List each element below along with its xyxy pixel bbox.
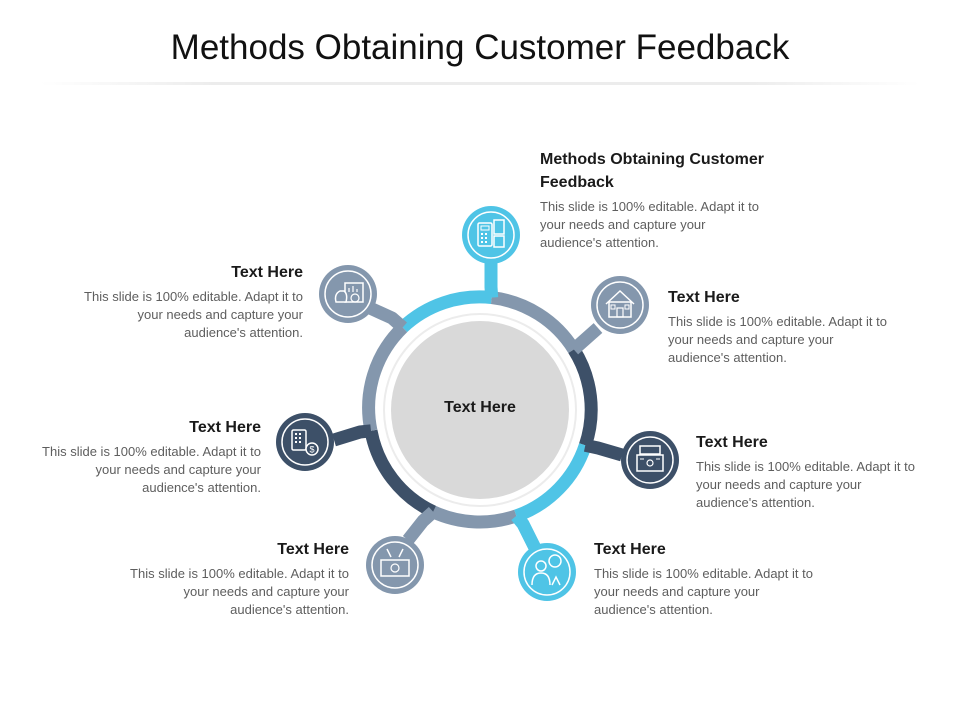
- calculator-documents-icon: [462, 206, 520, 264]
- text-block-2: Text Here This slide is 100% editable. A…: [668, 286, 893, 367]
- text-block-heading: Text Here: [668, 289, 740, 306]
- text-block-4: Text Here This slide is 100% editable. A…: [594, 538, 819, 619]
- svg-text:$: $: [309, 445, 314, 455]
- connector-7: [367, 302, 407, 333]
- text-block-6: Text Here This slide is 100% editable. A…: [36, 416, 261, 497]
- text-block-heading: Methods Obtaining Customer Feedback: [540, 151, 764, 191]
- text-block-heading: Text Here: [594, 541, 666, 558]
- text-block-body: This slide is 100% editable. Adapt it to…: [540, 199, 759, 250]
- ring-arc-light-blue-top: [398, 290, 493, 333]
- ring-arc-slate-bottom: [430, 505, 519, 529]
- connector-2: [569, 323, 603, 355]
- ring-arc-slate-left: [362, 322, 408, 433]
- ring-arc-light-blue-bottom-right: [513, 443, 592, 523]
- text-block-3: Text Here This slide is 100% editable. A…: [696, 431, 921, 512]
- ring-arc-slate-top-right: [490, 291, 580, 354]
- connector-6: [332, 424, 372, 447]
- cash-register-icon: [621, 431, 679, 489]
- center-label: Text Here: [444, 399, 516, 416]
- ring-arc-navy-right: [568, 346, 598, 448]
- calculator-dollar-icon: $: [276, 413, 334, 471]
- text-block-heading: Text Here: [696, 434, 768, 451]
- text-block-body: This slide is 100% editable. Adapt it to…: [696, 459, 915, 510]
- text-block-body: This slide is 100% editable. Adapt it to…: [130, 566, 349, 617]
- title-divider: [40, 82, 920, 85]
- text-block-5: Text Here This slide is 100% editable. A…: [124, 538, 349, 619]
- support-person-icon: [518, 543, 576, 601]
- text-block-1: Methods Obtaining Customer Feedback This…: [540, 148, 765, 252]
- ring-arc-navy-left: [364, 429, 437, 518]
- connector-4: [511, 511, 542, 553]
- text-block-body: This slide is 100% editable. Adapt it to…: [42, 444, 261, 495]
- text-block-body: This slide is 100% editable. Adapt it to…: [84, 289, 303, 340]
- text-block-7: Text Here This slide is 100% editable. A…: [78, 261, 303, 342]
- money-bag-chart-icon: [319, 265, 377, 323]
- text-block-heading: Text Here: [231, 264, 303, 281]
- connector-1: [484, 262, 499, 299]
- money-tools-icon: [366, 536, 424, 594]
- text-block-body: This slide is 100% editable. Adapt it to…: [668, 314, 887, 365]
- house-icon: [591, 276, 649, 334]
- hub-circle: [391, 321, 569, 499]
- text-block-heading: Text Here: [189, 419, 261, 436]
- connector-5: [402, 506, 438, 545]
- slide-title: Methods Obtaining Customer Feedback: [170, 28, 790, 67]
- text-block-body: This slide is 100% editable. Adapt it to…: [594, 566, 813, 617]
- text-block-heading: Text Here: [277, 541, 349, 558]
- connector-3: [583, 438, 624, 462]
